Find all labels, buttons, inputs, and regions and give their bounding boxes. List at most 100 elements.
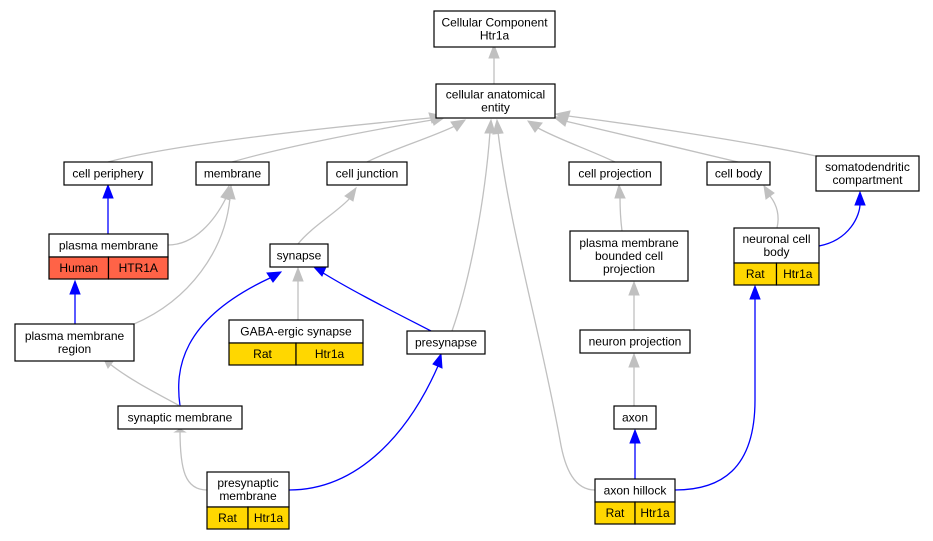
arrowhead-icon bbox=[749, 284, 761, 300]
node-label: synapse bbox=[277, 249, 322, 263]
edge-blue-11 bbox=[69, 279, 81, 324]
species-label: Rat bbox=[218, 511, 237, 525]
gene-cell bbox=[634, 501, 676, 525]
arrowhead-icon bbox=[344, 186, 357, 202]
node-label: cellular anatomical bbox=[446, 88, 545, 102]
gene-label: HTR1A bbox=[119, 261, 158, 275]
edge-line bbox=[178, 277, 271, 407]
node-box bbox=[117, 405, 243, 430]
node-label: body bbox=[763, 245, 789, 259]
arrowhead-icon bbox=[526, 120, 543, 133]
edge-line bbox=[366, 125, 456, 163]
node-label: neuron projection bbox=[589, 335, 682, 349]
gene-label: Htr1a bbox=[254, 511, 284, 525]
node-label: neuronal cell bbox=[742, 232, 810, 246]
edge-blue-9 bbox=[102, 183, 114, 234]
gene-cell bbox=[107, 256, 169, 280]
node-label: presynapse bbox=[415, 336, 477, 350]
edge-line bbox=[451, 131, 491, 332]
edge-grey-3 bbox=[366, 119, 467, 163]
edge-grey-17 bbox=[102, 356, 181, 407]
node-projection[interactable]: cell projection bbox=[568, 161, 662, 186]
node-box bbox=[14, 323, 135, 362]
node-synmem[interactable]: synaptic membrane bbox=[117, 405, 243, 430]
species-label: Rat bbox=[253, 347, 272, 361]
node-junction[interactable]: cell junction bbox=[326, 161, 408, 186]
edge-line bbox=[179, 429, 208, 491]
edge-line bbox=[769, 195, 779, 229]
edge-grey-0 bbox=[488, 43, 500, 84]
species-label: Rat bbox=[746, 267, 765, 281]
node-label: synaptic membrane bbox=[128, 411, 233, 425]
node-label: projection bbox=[603, 262, 655, 276]
arrowhead-icon bbox=[266, 271, 283, 283]
arrowhead-icon bbox=[224, 184, 236, 200]
arrowhead-icon bbox=[450, 119, 467, 132]
arrowhead-icon bbox=[488, 43, 500, 59]
edge-grey-12 bbox=[133, 184, 236, 325]
arrowhead-icon bbox=[484, 118, 496, 134]
edge-line bbox=[288, 365, 439, 491]
node-box bbox=[733, 227, 820, 264]
arrowhead-icon bbox=[492, 118, 504, 135]
edge-blue-19 bbox=[288, 352, 443, 491]
arrowhead-icon bbox=[763, 184, 775, 200]
node-label: cell junction bbox=[336, 167, 399, 181]
species-label: Human bbox=[59, 261, 98, 275]
node-label: plasma membrane bbox=[579, 236, 679, 250]
edge-line bbox=[107, 117, 431, 163]
gene-cell bbox=[247, 506, 290, 530]
edge-line bbox=[674, 298, 756, 491]
node-periphery[interactable]: cell periphery bbox=[63, 161, 153, 186]
node-label: cell body bbox=[715, 167, 762, 181]
arrowhead-icon bbox=[102, 183, 114, 199]
node-box bbox=[706, 161, 771, 186]
gene-label: Htr1a bbox=[783, 267, 813, 281]
node-label: region bbox=[58, 342, 91, 356]
node-box bbox=[406, 330, 486, 355]
arrowhead-icon bbox=[628, 352, 640, 368]
edge-grey-2 bbox=[231, 114, 447, 163]
node-label: bounded cell bbox=[595, 249, 663, 263]
node-box bbox=[63, 161, 153, 186]
node-label: compartment bbox=[832, 173, 903, 187]
arrowhead-icon bbox=[614, 183, 626, 199]
node-neuronproj[interactable]: neuron projection bbox=[579, 329, 691, 354]
node-box bbox=[613, 405, 657, 430]
node-presynapse[interactable]: presynapse bbox=[406, 330, 486, 355]
node-label: membrane bbox=[204, 167, 262, 181]
node-box bbox=[579, 329, 691, 354]
edge-grey-5 bbox=[552, 115, 739, 163]
node-synapse[interactable]: synapse bbox=[269, 243, 329, 268]
node-label: plasma membrane bbox=[59, 239, 159, 253]
edge-grey-1 bbox=[107, 112, 445, 163]
edge-grey-8 bbox=[492, 118, 596, 491]
node-membrane[interactable]: membrane bbox=[195, 161, 270, 186]
edge-grey-22 bbox=[628, 352, 640, 406]
node-label: axon bbox=[622, 411, 648, 425]
node-box bbox=[815, 155, 920, 192]
node-label: axon hillock bbox=[604, 484, 668, 498]
node-axon[interactable]: axon bbox=[613, 405, 657, 430]
node-box bbox=[569, 230, 689, 282]
node-label: somatodendritic bbox=[825, 160, 910, 174]
node-cellbody[interactable]: cell body bbox=[706, 161, 771, 186]
gene-label: Htr1a bbox=[640, 506, 670, 520]
node-box bbox=[269, 243, 329, 268]
edge-line bbox=[231, 119, 433, 163]
edge-grey-7 bbox=[451, 118, 496, 332]
edge-grey-20 bbox=[614, 183, 626, 232]
node-box bbox=[326, 161, 408, 186]
edge-line bbox=[497, 131, 596, 491]
arrowhead-icon bbox=[173, 428, 187, 433]
